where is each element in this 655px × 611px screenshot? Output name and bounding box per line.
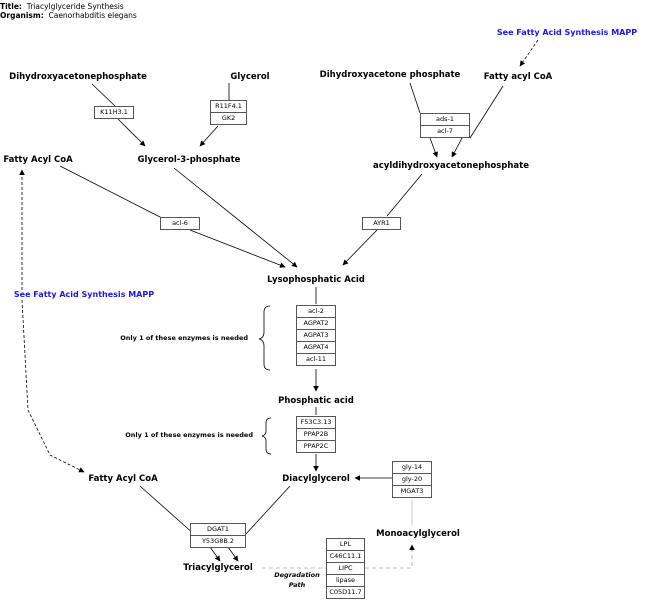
gene-c05d11-7[interactable]: C05D11.7 xyxy=(326,587,365,599)
gene-ppap2b[interactable]: PPAP2B xyxy=(296,429,336,441)
line-dgat-tag1 xyxy=(209,546,221,562)
line-fac-acl6 xyxy=(59,165,163,219)
title-value: Triacylglyceride Synthesis xyxy=(26,2,124,11)
organism-line: Organism: Caenorhabditis elegans xyxy=(0,11,137,20)
link-fatty-acid-mapp-top[interactable]: See Fatty Acid Synthesis MAPP xyxy=(496,28,638,37)
metabolite-glycerol[interactable]: Glycerol xyxy=(230,72,270,82)
metabolite-dhap-left[interactable]: Dihydroxyacetonephosphate xyxy=(9,72,147,82)
organism-value: Caenorhabditis elegans xyxy=(48,11,137,20)
gene-lpl[interactable]: LPL xyxy=(326,538,365,551)
metabolite-lysophosphatic-acid[interactable]: Lysophosphatic Acid xyxy=(267,275,365,285)
gene-acl-7[interactable]: acl-7 xyxy=(420,126,470,138)
gene-gly-20[interactable]: gly-20 xyxy=(392,474,432,486)
gene-lipc[interactable]: LIPC xyxy=(326,563,365,575)
line-ayr1-lpa xyxy=(342,229,378,266)
line-ads-acyldhap xyxy=(429,137,438,158)
gene-gk2[interactable]: GK2 xyxy=(210,113,247,125)
title-line: Title: Triacylglyceride Synthesis xyxy=(0,2,124,11)
metabolite-monoacylglycerol[interactable]: Monoacylglycerol xyxy=(376,529,460,539)
title-label: Title: xyxy=(0,2,22,11)
degradation-line2: Path xyxy=(288,581,306,589)
gene-ayr1[interactable]: AYR1 xyxy=(362,217,401,230)
organism-label: Organism: xyxy=(0,11,44,20)
gene-ads-1[interactable]: ads-1 xyxy=(420,113,470,126)
gene-dgat1[interactable]: DGAT1 xyxy=(190,523,246,536)
gene-lipase[interactable]: lipase xyxy=(326,575,365,587)
line-fac-acl7 xyxy=(469,85,504,139)
note-agpat: Only 1 of these enzymes is needed xyxy=(120,334,248,342)
metabolite-fatty-acyl-coa-top[interactable]: Fatty acyl CoA xyxy=(483,72,553,82)
line-dhap-k11 xyxy=(91,83,116,107)
line-g3p-lpa xyxy=(173,167,298,268)
dash-left-down xyxy=(21,299,85,473)
metabolite-triacylglycerol[interactable]: Triacylglycerol xyxy=(183,563,253,573)
line-gk-g3p xyxy=(199,125,219,147)
line-dgat-tag2 xyxy=(227,546,239,562)
metabolite-phosphatic-acid[interactable]: Phosphatic acid xyxy=(278,396,354,406)
metabolite-fatty-acyl-coa-bottom[interactable]: Fatty Acyl CoA xyxy=(88,474,158,484)
metabolite-fatty-acyl-coa-left[interactable]: Fatty Acyl CoA xyxy=(3,155,73,165)
metabolite-acyl-dhap[interactable]: acyldihydroxyacetonephosphate xyxy=(373,161,529,171)
line-k11-g3p xyxy=(117,118,146,147)
gene-k11h3-1[interactable]: K11H3.1 xyxy=(94,106,134,119)
gene-acl-6[interactable]: acl-6 xyxy=(160,217,200,230)
metabolite-glycerol-3-phosphate[interactable]: Glycerol-3-phosphate xyxy=(137,155,241,165)
line-acyldhap-ayr1 xyxy=(386,173,423,217)
gene-agpat3[interactable]: AGPAT3 xyxy=(296,330,336,342)
dash-mapp-top xyxy=(519,39,539,67)
gene-y53g8b-2[interactable]: Y53G8B.2 xyxy=(190,536,246,548)
gene-gly-14[interactable]: gly-14 xyxy=(392,461,432,474)
line-acl6-lpa xyxy=(189,229,286,268)
brace-agpat xyxy=(258,305,271,371)
line-fac-dgat xyxy=(139,485,196,536)
gene-agpat2[interactable]: AGPAT2 xyxy=(296,318,336,330)
metabolite-diacylglycerol[interactable]: Diacylglycerol xyxy=(282,474,350,484)
gene-r11f4-1[interactable]: R11F4.1 xyxy=(210,100,247,113)
link-fatty-acid-mapp-left[interactable]: See Fatty Acid Synthesis MAPP xyxy=(13,290,155,299)
degradation-path-label: Degradation Path xyxy=(272,570,322,590)
gene-acl-11[interactable]: acl-11 xyxy=(296,354,336,366)
degradation-line1: Degradation xyxy=(274,571,320,579)
brace-pap xyxy=(261,417,272,455)
gene-c46c11-1[interactable]: C46C11.1 xyxy=(326,551,365,563)
line-acl7-acyldhap xyxy=(451,137,463,158)
gene-acl-2[interactable]: acl-2 xyxy=(296,305,336,318)
gene-f53c3-13[interactable]: F53C3.13 xyxy=(296,416,336,429)
line-dag-dgat xyxy=(244,485,291,536)
dash-degradation-right xyxy=(365,544,415,569)
metabolite-dhap-right[interactable]: Dihydroxyacetone phosphate xyxy=(319,70,461,80)
gene-ppap2c[interactable]: PPAP2C xyxy=(296,441,336,453)
line-dhapr-ads xyxy=(409,82,421,114)
note-pap: Only 1 of these enzymes is needed xyxy=(125,431,253,439)
gene-agpat4[interactable]: AGPAT4 xyxy=(296,342,336,354)
gene-mgat3[interactable]: MGAT3 xyxy=(392,486,432,498)
